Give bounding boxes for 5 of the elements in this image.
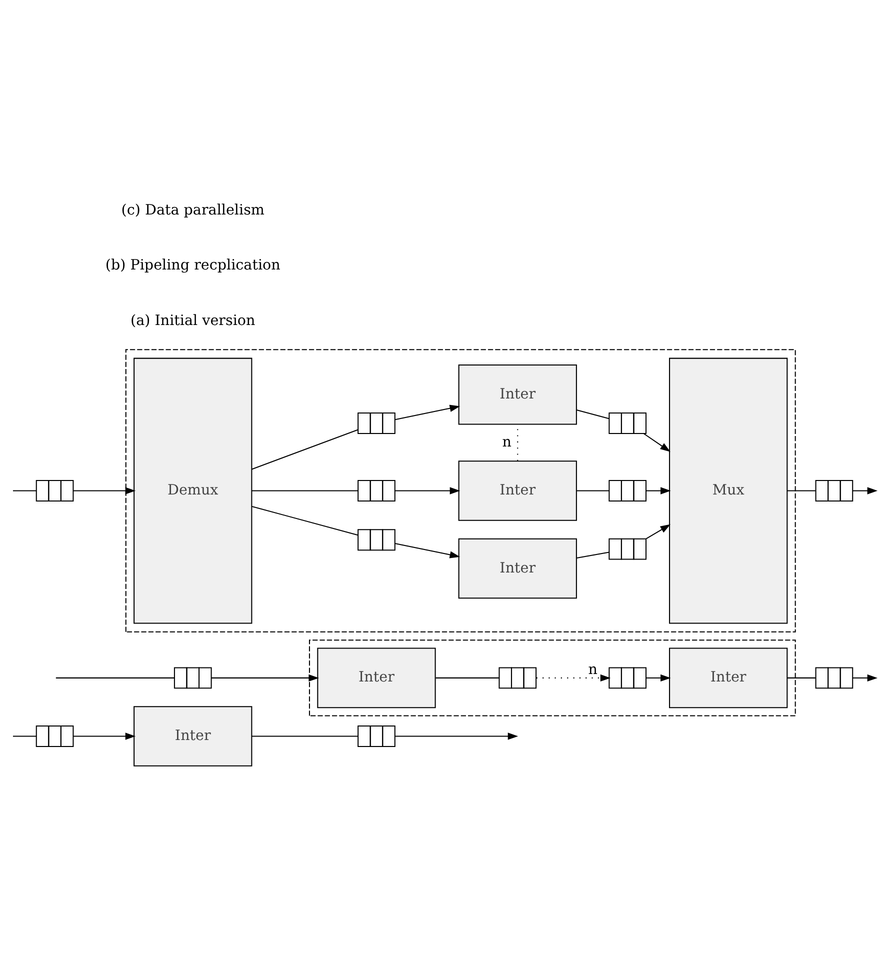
label: (b) Pipeling recplication bbox=[105, 258, 280, 274]
edge-label: n bbox=[588, 662, 598, 678]
label: (a) Initial version bbox=[130, 312, 256, 329]
edge-label: n bbox=[502, 434, 512, 450]
label: (c) Data parallelism bbox=[121, 202, 264, 218]
